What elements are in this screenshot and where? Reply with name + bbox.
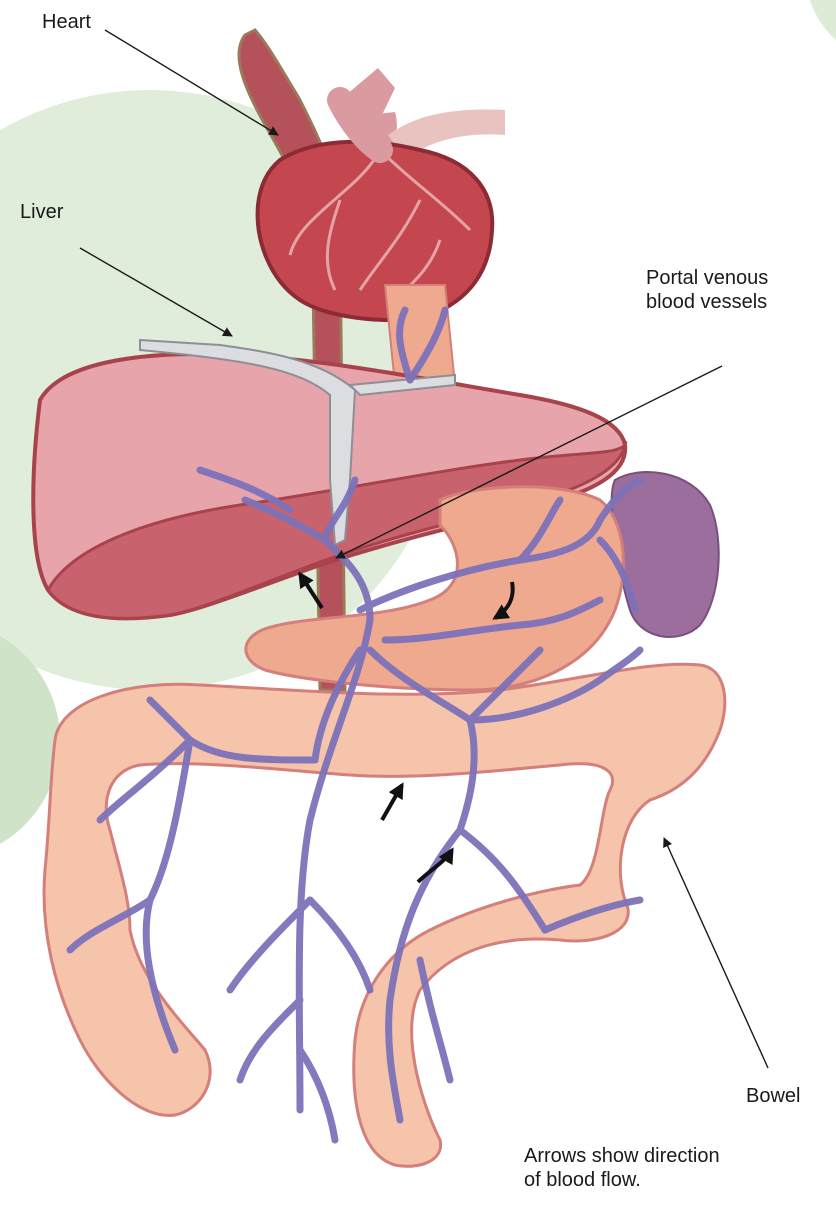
bowel-leader-line bbox=[664, 838, 768, 1068]
bowel-label: Bowel bbox=[746, 1084, 800, 1108]
spleen bbox=[612, 472, 719, 637]
portal-venous-label-line1: Portal venous bbox=[646, 266, 768, 290]
arrow-note-line2: of blood flow. bbox=[524, 1168, 720, 1192]
flow-arrow bbox=[418, 850, 452, 882]
portal-venous-label-line2: blood vessels bbox=[646, 290, 768, 314]
portal-venous-label: Portal venous blood vessels bbox=[646, 266, 768, 314]
arrow-note-line1: Arrows show direction bbox=[524, 1144, 720, 1168]
heart-label: Heart bbox=[42, 10, 91, 34]
liver-label: Liver bbox=[20, 200, 63, 224]
arrow-note: Arrows show direction of blood flow. bbox=[524, 1144, 720, 1192]
flow-arrow bbox=[382, 785, 402, 820]
